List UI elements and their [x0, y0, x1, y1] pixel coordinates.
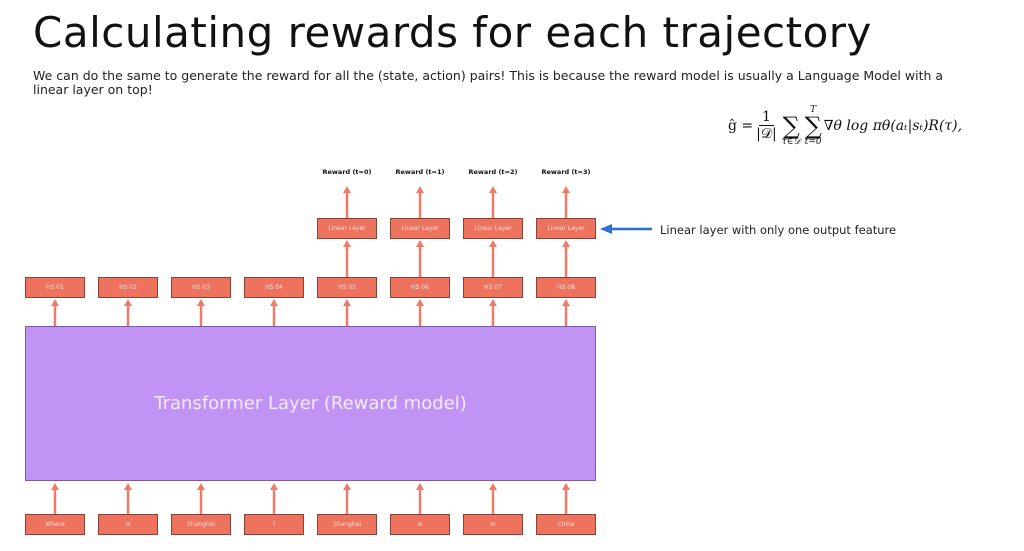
- hidden-state-box: HS 06: [390, 277, 450, 298]
- transformer-to-hs-arrow: [124, 299, 132, 326]
- linear-layer-box-label: Linear Layer: [401, 225, 439, 232]
- hidden-state-box-label: HS 04: [265, 284, 283, 291]
- token-box: is: [98, 514, 158, 535]
- token-to-transformer-arrow: [270, 483, 278, 514]
- hidden-state-box-label: HS 08: [557, 284, 575, 291]
- linear-layer-box: Linear Layer: [317, 218, 377, 239]
- transformer-to-hs-arrow: [51, 299, 59, 326]
- reward-label: Reward (t=2): [468, 168, 518, 176]
- token-to-transformer-arrow: [562, 483, 570, 514]
- token-to-transformer-arrow: [124, 483, 132, 514]
- token-box: Shanghai: [317, 514, 377, 535]
- linear-layer-box: Linear Layer: [390, 218, 450, 239]
- linear-layer-box: Linear Layer: [536, 218, 596, 239]
- token-to-transformer-arrow: [343, 483, 351, 514]
- linear-to-reward-arrow: [562, 186, 570, 218]
- annotation-arrow: [600, 224, 652, 234]
- reward-label: Reward (t=1): [395, 168, 445, 176]
- token-box-label: China: [557, 521, 575, 528]
- hidden-state-box-label: HS 05: [338, 284, 356, 291]
- token-box-label: is: [417, 521, 423, 528]
- linear-to-reward-arrow: [489, 186, 497, 218]
- transformer-to-hs-arrow: [343, 299, 351, 326]
- linear-layer-box-label: Linear Layer: [474, 225, 512, 232]
- token-box: in: [463, 514, 523, 535]
- hidden-state-box: HS 05: [317, 277, 377, 298]
- token-box-label: Shanghai: [186, 521, 216, 528]
- token-to-transformer-arrow: [489, 483, 497, 514]
- token-to-transformer-arrow: [197, 483, 205, 514]
- fraction-numerator: 1: [759, 110, 774, 126]
- linear-to-reward-arrow: [416, 186, 424, 218]
- token-box: ?: [244, 514, 304, 535]
- hs-to-linear-arrow: [489, 240, 497, 277]
- hs-to-linear-arrow: [416, 240, 424, 277]
- hidden-state-box: HS 03: [171, 277, 231, 298]
- hidden-state-box: HS 04: [244, 277, 304, 298]
- slide-title: Calculating rewards for each trajectory: [33, 8, 872, 57]
- hs-to-linear-arrow: [562, 240, 570, 277]
- token-box-label: Shanghai: [332, 521, 362, 528]
- token-box-label: ?: [272, 521, 276, 528]
- formula-body: ∇θ log πθ(aₜ|sₜ)R(τ),: [823, 118, 963, 134]
- token-box-label: Where: [45, 521, 65, 528]
- transformer-layer: Transformer Layer (Reward model): [25, 326, 596, 481]
- linear-layer-box: Linear Layer: [463, 218, 523, 239]
- formula-lhs: ĝ =: [728, 118, 754, 134]
- hidden-state-box-label: HS 03: [192, 284, 210, 291]
- reward-label: Reward (t=3): [541, 168, 591, 176]
- transformer-to-hs-arrow: [270, 299, 278, 326]
- token-box: China: [536, 514, 596, 535]
- token-box: Shanghai: [171, 514, 231, 535]
- token-box: Where: [25, 514, 85, 535]
- token-box: is: [390, 514, 450, 535]
- transformer-label: Transformer Layer (Reward model): [154, 393, 467, 414]
- hidden-state-box-label: HS 02: [119, 284, 137, 291]
- sum2-upper-limit: T: [810, 105, 817, 115]
- hidden-state-box-label: HS 01: [46, 284, 64, 291]
- fraction-denominator: |𝒟|: [756, 126, 777, 142]
- hidden-state-box: HS 02: [98, 277, 158, 298]
- sum1-lower-limit: τ∈𝒟: [781, 137, 801, 147]
- slide-subtitle: We can do the same to generate the rewar…: [33, 68, 944, 97]
- reward-label: Reward (t=0): [322, 168, 372, 176]
- linear-layer-annotation: Linear layer with only one output featur…: [660, 223, 897, 237]
- policy-gradient-formula: ĝ = 1 |𝒟| T ∑ τ∈𝒟 T ∑ t=0 ∇θ log πθ(aₜ|s…: [728, 105, 962, 147]
- hs-to-linear-arrow: [343, 240, 351, 277]
- linear-layer-box-label: Linear Layer: [547, 225, 585, 232]
- sum2-lower-limit: t=0: [804, 137, 822, 147]
- linear-to-reward-arrow: [343, 186, 351, 218]
- token-box-label: is: [125, 521, 131, 528]
- sum-over-time: T ∑ t=0: [804, 105, 822, 147]
- hidden-state-box: HS 08: [536, 277, 596, 298]
- transformer-to-hs-arrow: [562, 299, 570, 326]
- transformer-to-hs-arrow: [489, 299, 497, 326]
- token-to-transformer-arrow: [51, 483, 59, 514]
- transformer-to-hs-arrow: [197, 299, 205, 326]
- transformer-to-hs-arrow: [416, 299, 424, 326]
- hidden-state-box-label: HS 06: [411, 284, 429, 291]
- hidden-state-box-label: HS 07: [484, 284, 502, 291]
- hidden-state-box: HS 01: [25, 277, 85, 298]
- sum-over-dataset: T ∑ τ∈𝒟: [781, 112, 801, 147]
- token-box-label: in: [490, 521, 496, 528]
- formula-fraction: 1 |𝒟|: [756, 110, 777, 143]
- hidden-state-box: HS 07: [463, 277, 523, 298]
- linear-layer-box-label: Linear Layer: [328, 225, 366, 232]
- token-to-transformer-arrow: [416, 483, 424, 514]
